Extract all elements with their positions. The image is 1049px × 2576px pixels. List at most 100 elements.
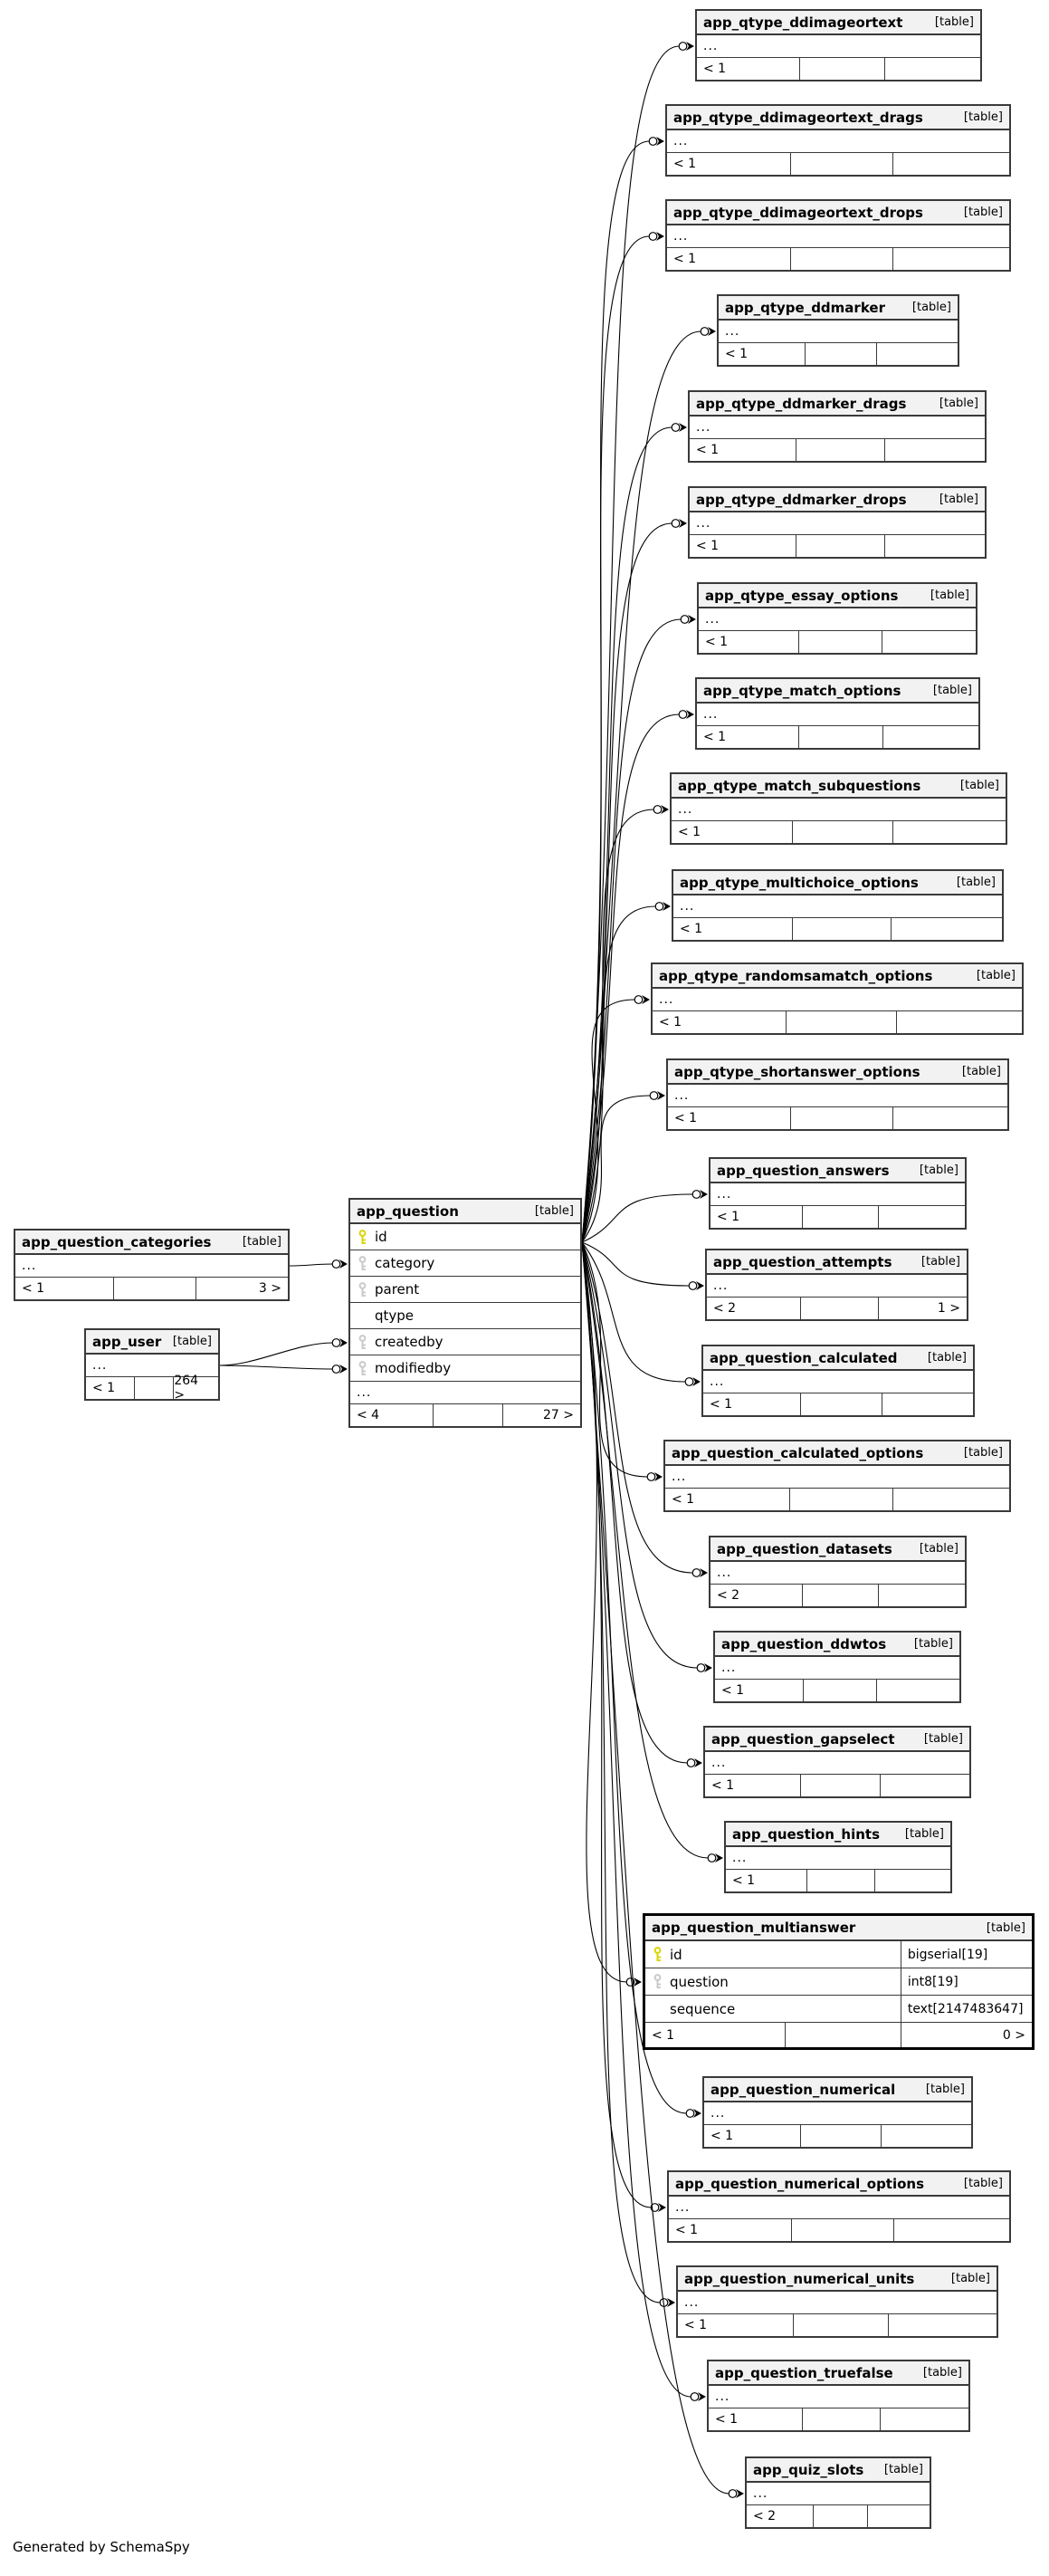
table-header[interactable]: app_question_ddwtos[table] <box>715 1633 959 1657</box>
table-header[interactable]: app_qtype_match_subquestions[table] <box>672 774 1006 799</box>
table-name[interactable]: app_question_calculated <box>710 1349 898 1366</box>
table-type-tag: [table] <box>956 876 996 889</box>
table-name[interactable]: app_question_truefalse <box>715 2364 893 2381</box>
table-header[interactable]: app_question_gapselect[table] <box>705 1728 969 1752</box>
table-app_qtype_ddimageortext_drags[interactable]: app_qtype_ddimageortext_drags[table]...<… <box>665 104 1011 177</box>
table-name[interactable]: app_qtype_ddimageortext_drags <box>673 109 923 126</box>
table-app_qtype_ddmarker[interactable]: app_qtype_ddmarker[table]...< 1 <box>717 294 959 367</box>
table-header[interactable]: app_question_numerical_units[table] <box>678 2267 997 2292</box>
table-name[interactable]: app_qtype_shortanswer_options <box>674 1063 920 1080</box>
table-header[interactable]: app_qtype_ddimageortext_drops[table] <box>667 201 1009 225</box>
zero-or-more-circle <box>648 137 658 146</box>
table-header[interactable]: app_question[table] <box>350 1200 580 1224</box>
table-header[interactable]: app_question_hints[table] <box>726 1823 950 1847</box>
columns-ellipsis-row: ... <box>697 35 980 58</box>
arrowhead <box>692 1377 701 1386</box>
zero-or-more-circle <box>696 1663 706 1672</box>
table-app_qtype_match_options[interactable]: app_qtype_match_options[table]...< 1 <box>695 677 980 750</box>
table-app_question_calculated[interactable]: app_question_calculated[table]...< 1 <box>701 1345 975 1417</box>
table-name[interactable]: app_qtype_match_subquestions <box>678 777 921 794</box>
table-header[interactable]: app_qtype_randomsamatch_options[table] <box>653 964 1022 989</box>
table-name[interactable]: app_question_numerical <box>710 2081 896 2098</box>
table-header[interactable]: app_question_calculated[table] <box>703 1346 973 1371</box>
table-app_question_numerical_units[interactable]: app_question_numerical_units[table]...< … <box>676 2265 998 2338</box>
table-name[interactable]: app_qtype_ddimageortext_drops <box>673 204 923 221</box>
table-app_question_datasets[interactable]: app_question_datasets[table]...< 2 <box>709 1536 967 1608</box>
table-header[interactable]: app_qtype_match_options[table] <box>697 679 978 704</box>
table-header[interactable]: app_question_numerical_options[table] <box>669 2172 1009 2197</box>
table-header[interactable]: app_question_attempts[table] <box>707 1250 967 1275</box>
table-name[interactable]: app_qtype_ddmarker_drags <box>696 395 907 412</box>
table-name[interactable]: app_question_numerical_units <box>684 2270 915 2287</box>
table-name[interactable]: app_qtype_match_options <box>703 682 901 699</box>
table-name[interactable]: app_question_attempts <box>713 1253 892 1270</box>
table-name[interactable]: app_question_categories <box>22 1233 212 1250</box>
table-app_qtype_shortanswer_options[interactable]: app_qtype_shortanswer_options[table]...<… <box>666 1058 1009 1131</box>
table-name[interactable]: app_question <box>357 1202 459 1220</box>
table-name[interactable]: app_qtype_ddimageortext <box>703 14 903 31</box>
table-app_qtype_randomsamatch_options[interactable]: app_qtype_randomsamatch_options[table]..… <box>651 962 1024 1035</box>
table-header[interactable]: app_question_answers[table] <box>710 1159 965 1183</box>
table-name[interactable]: app_qtype_randomsamatch_options <box>659 967 933 984</box>
stats-spacer <box>790 153 892 175</box>
table-header[interactable]: app_quiz_slots[table] <box>747 2458 930 2483</box>
table-name[interactable]: app_qtype_ddmarker_drops <box>696 491 907 508</box>
fk-relationship-line <box>581 1241 642 1987</box>
table-name[interactable]: app_qtype_multichoice_options <box>680 874 919 891</box>
table-name[interactable]: app_question_ddwtos <box>721 1635 887 1652</box>
table-header[interactable]: app_question_calculated_options[table] <box>665 1441 1009 1466</box>
table-app_question_calculated_options[interactable]: app_question_calculated_options[table]..… <box>663 1440 1011 1512</box>
arrowhead <box>694 1758 702 1767</box>
columns-ellipsis-row: ... <box>710 1183 965 1206</box>
table-header[interactable]: app_question_datasets[table] <box>710 1537 965 1562</box>
table-app_qtype_ddmarker_drops[interactable]: app_qtype_ddmarker_drops[table]...< 1 <box>688 486 987 559</box>
table-name[interactable]: app_question_answers <box>717 1162 890 1179</box>
table-app_qtype_essay_options[interactable]: app_qtype_essay_options[table]...< 1 <box>697 582 977 655</box>
table-app_question_ddwtos[interactable]: app_question_ddwtos[table]...< 1 <box>713 1631 961 1703</box>
table-app_question_truefalse[interactable]: app_question_truefalse[table]...< 1 <box>707 2360 970 2432</box>
table-header[interactable]: app_question_categories[table] <box>15 1231 288 1255</box>
table-name[interactable]: app_user <box>92 1333 162 1350</box>
arrowhead <box>686 42 694 51</box>
table-app_quiz_slots[interactable]: app_quiz_slots[table]...< 2 <box>745 2456 931 2529</box>
table-app_qtype_match_subquestions[interactable]: app_qtype_match_subquestions[table]...< … <box>670 772 1007 845</box>
table-header[interactable]: app_question_multianswer[table] <box>645 1916 1032 1941</box>
table-app_question_numerical_options[interactable]: app_question_numerical_options[table]...… <box>667 2170 1011 2243</box>
table-app_question_hints[interactable]: app_question_hints[table]...< 1 <box>724 1821 952 1893</box>
table-app_qtype_multichoice_options[interactable]: app_qtype_multichoice_options[table]...<… <box>672 869 1004 942</box>
table-name[interactable]: app_question_datasets <box>717 1540 892 1557</box>
table-name[interactable]: app_question_hints <box>732 1825 881 1843</box>
table-name[interactable]: app_question_multianswer <box>652 1920 856 1936</box>
table-app_question_gapselect[interactable]: app_question_gapselect[table]...< 1 <box>703 1726 971 1798</box>
table-name[interactable]: app_qtype_ddmarker <box>725 299 885 316</box>
table-header[interactable]: app_user[table] <box>86 1330 218 1355</box>
table-app_question_answers[interactable]: app_question_answers[table]...< 1 <box>709 1157 967 1230</box>
table-header[interactable]: app_question_numerical[table] <box>704 2078 971 2102</box>
table-app_qtype_ddimageortext_drops[interactable]: app_qtype_ddimageortext_drops[table]...<… <box>665 199 1011 272</box>
fk-relationship-line <box>581 1241 712 1672</box>
table-header[interactable]: app_question_truefalse[table] <box>709 2361 968 2386</box>
table-name[interactable]: app_question_numerical_options <box>675 2175 925 2192</box>
table-header[interactable]: app_qtype_ddimageortext_drags[table] <box>667 106 1009 130</box>
table-name[interactable]: app_question_calculated_options <box>672 1444 924 1461</box>
table-header[interactable]: app_qtype_shortanswer_options[table] <box>668 1060 1007 1085</box>
table-header[interactable]: app_qtype_ddmarker_drops[table] <box>690 488 985 512</box>
table-header[interactable]: app_qtype_essay_options[table] <box>699 584 976 608</box>
relationship-stats-row: < 1 <box>715 1680 959 1701</box>
parents-count <box>893 2219 1009 2241</box>
table-header[interactable]: app_qtype_ddmarker[table] <box>719 296 958 321</box>
table-header[interactable]: app_qtype_ddmarker_drags[table] <box>690 392 985 417</box>
table-name[interactable]: app_quiz_slots <box>753 2461 864 2478</box>
table-app_question_numerical[interactable]: app_question_numerical[table]...< 1 <box>702 2076 973 2149</box>
table-name[interactable]: app_qtype_essay_options <box>705 587 899 604</box>
table-name[interactable]: app_question_gapselect <box>711 1730 895 1748</box>
table-header[interactable]: app_qtype_ddimageortext[table] <box>697 11 980 35</box>
table-app_qtype_ddimageortext[interactable]: app_qtype_ddimageortext[table]...< 1 <box>695 9 982 81</box>
table-header[interactable]: app_qtype_multichoice_options [table] <box>673 871 1002 895</box>
table-app_qtype_ddmarker_drags[interactable]: app_qtype_ddmarker_drags[table]...< 1 <box>688 390 987 463</box>
